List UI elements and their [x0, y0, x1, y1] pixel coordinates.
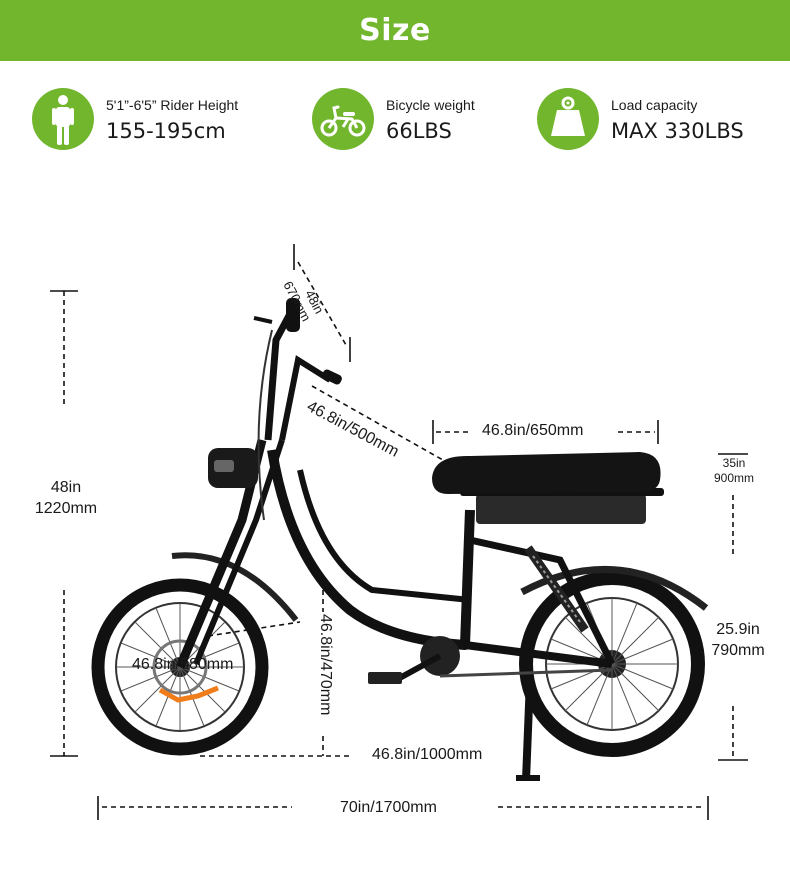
rear-height-metric: 790mm: [711, 641, 765, 659]
page-title: Size: [359, 13, 431, 48]
dimension-lines: [50, 244, 748, 820]
spec-label: Load capacity: [611, 97, 698, 113]
seat-height-metric: 900mm: [713, 471, 754, 485]
spec-label: 5'1”-6'5” Rider Height: [106, 97, 239, 113]
spec-bicycle-weight: Bicycle weight 66LBS: [312, 88, 512, 152]
bike-illustration: [91, 298, 709, 781]
spec-value: 66LBS: [386, 119, 452, 143]
overall-height-metric: 1220mm: [34, 499, 98, 517]
spec-rider-height: 5'1”-6'5” Rider Height 155-195cm: [32, 88, 292, 152]
rear-height-label: 25.9in 790mm: [705, 620, 771, 662]
rear-height-imperial: 25.9in: [716, 621, 760, 638]
spec-value: MAX 330LBS: [611, 119, 744, 143]
overall-height-label: 48in 1220mm: [30, 478, 102, 520]
seat-height-label: 35in 900mm: [707, 456, 761, 486]
seat-height-imperial: 35in: [722, 456, 746, 470]
spec-load-capacity: Load capacity MAX 330LBS: [537, 88, 767, 152]
header-banner: Size: [0, 0, 790, 61]
person-icon: [32, 88, 94, 150]
wheel-size-label: 46.8in/580mm: [132, 656, 234, 673]
weight-icon: [537, 88, 599, 150]
frame-height-label: 46.8in/470mm: [317, 614, 334, 716]
wheelbase-label: 46.8in/1000mm: [372, 746, 483, 764]
seat-length-label: 46.8in/650mm: [482, 422, 584, 440]
bicycle-icon: [312, 88, 374, 150]
overall-length-label: 70in/1700mm: [340, 799, 437, 817]
spec-value: 155-195cm: [106, 119, 226, 143]
overall-height-imperial: 48in: [50, 479, 82, 496]
spec-label: Bicycle weight: [386, 97, 475, 113]
